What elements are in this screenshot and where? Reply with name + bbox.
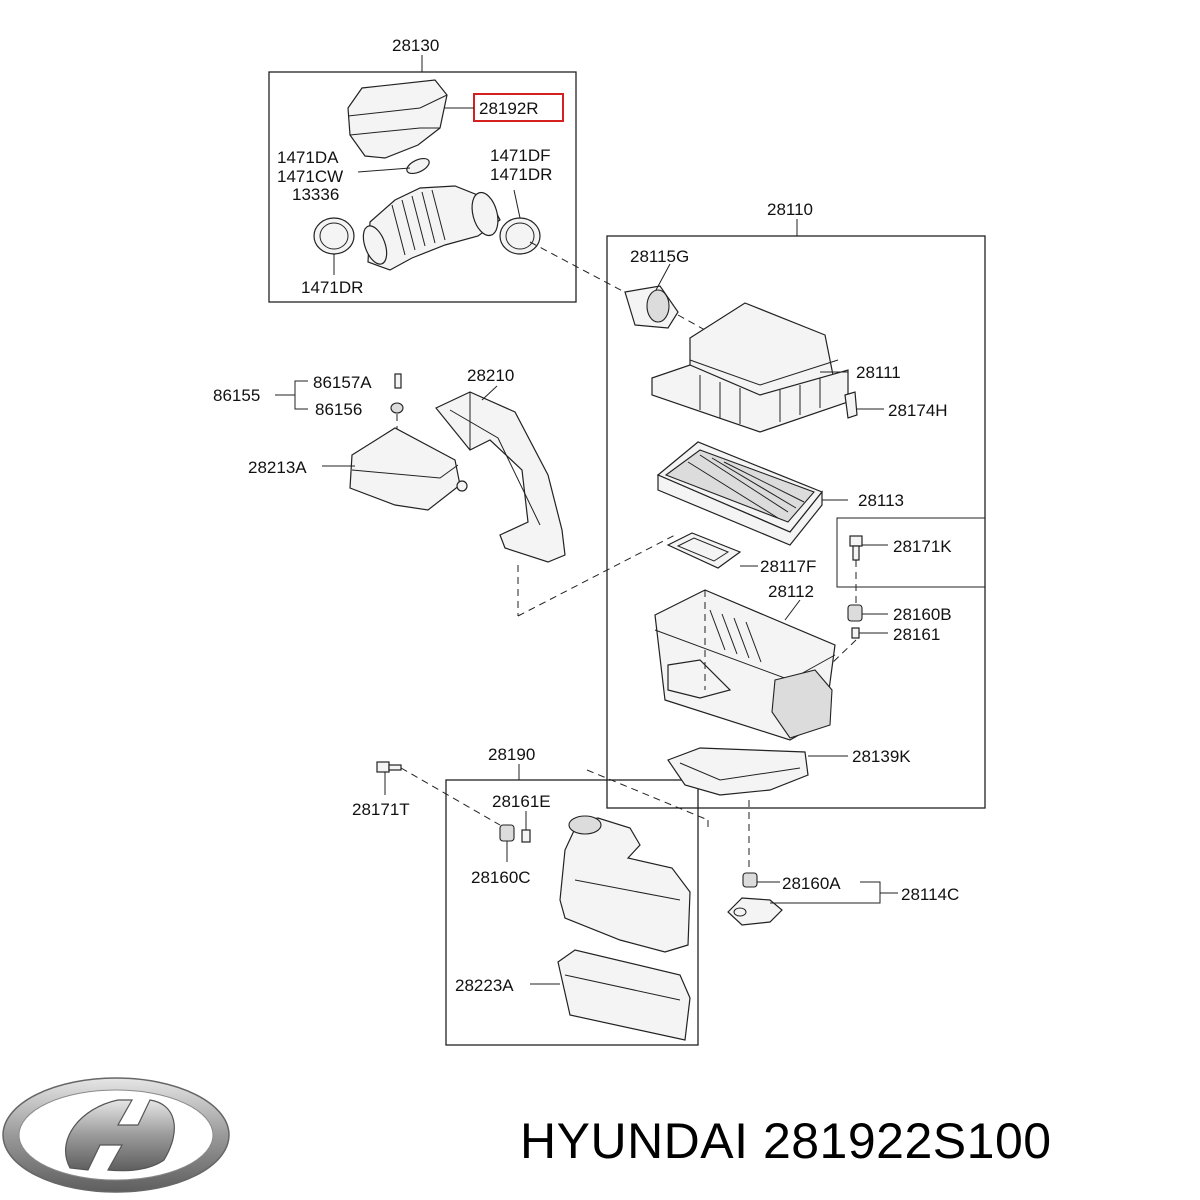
label-86156: 86156 [315,400,362,419]
label-28110: 28110 [767,200,813,219]
label-28213A: 28213A [248,458,307,477]
label-1471DA: 1471DA [277,148,339,167]
grommet-28160A-part [742,872,758,888]
upper-cover-28111-part [651,302,849,433]
label-28139K: 28139K [852,747,911,766]
resonator-28190-part [559,815,691,953]
group-box-28190 [445,779,699,1046]
label-28160C: 28160C [471,868,531,887]
bracket-28114C-part [727,897,783,926]
hyundai-logo-icon [2,1077,230,1193]
label-28114C: 28114C [901,885,959,904]
part-number: 281922S100 [762,1113,1052,1169]
air-filter-28113-part [656,441,823,546]
label-28112: 28112 [768,582,814,601]
label-28160A: 28160A [782,874,841,893]
nut-86156-part [390,402,404,414]
label-1471CW: 1471CW [277,167,343,186]
label-1471DR-bottom: 1471DR [301,278,363,297]
group-box-28110 [606,235,986,809]
bolt-28171K-part [849,535,863,561]
cover-28213A-part [349,427,468,511]
label-28223A: 28223A [455,976,514,995]
label-28161E: 28161E [492,792,551,811]
intake-hose-part [362,185,501,271]
label-1471DF: 1471DF [490,146,550,165]
label-28171K: 28171K [893,537,952,556]
tray-28223A-part [557,949,691,1041]
resonator-part [347,79,448,159]
label-28115G: 28115G [630,247,689,266]
label-28210: 28210 [467,366,514,385]
label-28160B: 28160B [893,605,952,624]
air-duct-28210-part [435,391,566,563]
label-28130: 28130 [392,36,439,55]
small-clamp-part [406,157,430,175]
bolt-28171T-part [376,761,402,773]
label-28192R: 28192R [479,99,539,118]
label-86157A: 86157A [313,373,372,392]
label-28174H: 28174H [888,401,948,420]
lower-housing-28112-part [654,589,836,741]
gasket-28117F-part [666,532,742,569]
label-28190: 28190 [488,745,535,764]
pin-28161E-part [521,829,531,843]
grommet-28160B-part [847,604,863,622]
screw-86157A-part [394,373,402,389]
duct-28115G-part [624,285,679,329]
clip-28174H-part [844,391,858,419]
pin-28161-part [851,627,860,639]
label-28111: 28111 [856,363,901,382]
clamp-left-part [313,217,355,255]
label-28117F: 28117F [760,557,816,576]
label-1471DR-top: 1471DR [490,165,552,184]
label-28171T: 28171T [352,800,410,819]
bracket-28139K-part [667,747,809,796]
grommet-28160C-part [499,824,515,842]
product-caption: HYUNDAI 281922S100 [520,1112,1052,1170]
brand-name: HYUNDAI [520,1113,749,1169]
label-28161: 28161 [893,625,940,644]
label-13336: 13336 [292,185,339,204]
label-28113: 28113 [858,491,904,510]
label-86155: 86155 [213,386,260,405]
clamp-right-part [499,217,541,255]
